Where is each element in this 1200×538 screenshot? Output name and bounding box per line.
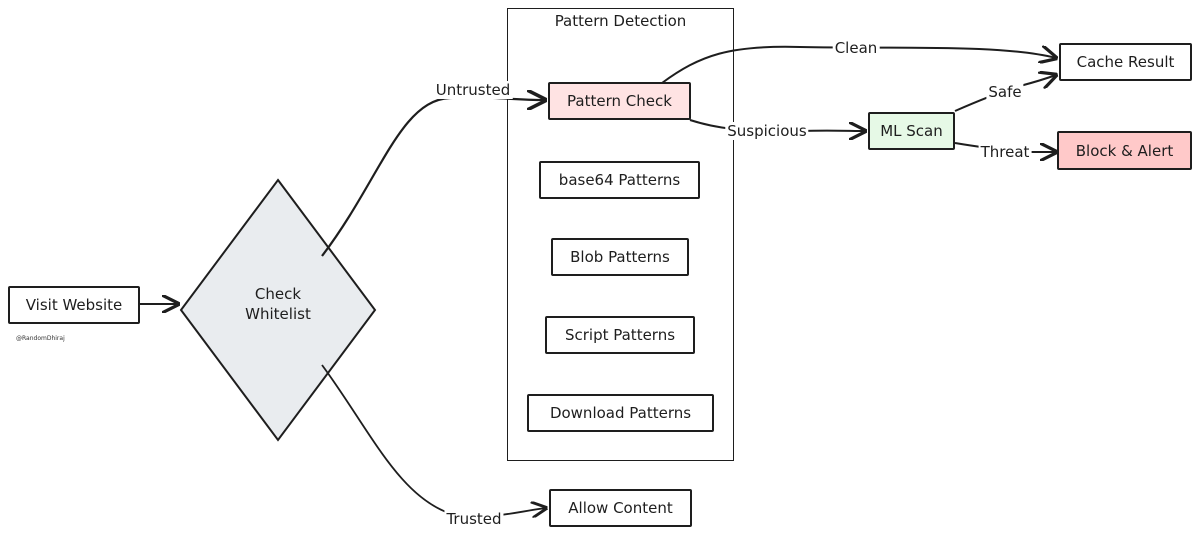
edge-label-threat: Threat [978,143,1032,161]
script-patterns-label: Script Patterns [564,326,676,344]
download-patterns-node[interactable]: Download Patterns [527,394,714,432]
edge-label-untrusted: Untrusted [433,81,513,99]
ml-scan-label: ML Scan [880,122,943,140]
whitelist-diamond[interactable] [179,178,377,442]
base64-patterns-label: base64 Patterns [558,171,681,189]
cache-result-label: Cache Result [1076,53,1175,71]
pattern-check-node[interactable]: Pattern Check [548,82,691,120]
blob-patterns-label: Blob Patterns [570,248,670,266]
pattern-detection-container [507,8,734,461]
cache-result-node[interactable]: Cache Result [1059,43,1192,81]
pattern-detection-title: Pattern Detection [554,12,687,30]
author-credit: @RandomDhiraj [16,335,65,342]
edge-label-trusted: Trusted [444,510,504,528]
ml-scan-node[interactable]: ML Scan [868,112,955,150]
script-patterns-node[interactable]: Script Patterns [545,316,695,354]
whitelist-label-line2: Whitelist [245,305,311,323]
visit-website-node[interactable]: Visit Website [8,286,140,324]
pattern-check-label: Pattern Check [567,92,672,110]
download-patterns-label: Download Patterns [549,404,692,422]
edge-trusted [321,364,546,517]
whitelist-label-line1: Check [254,285,302,303]
block-alert-label: Block & Alert [1075,141,1174,160]
edge-clean [661,47,1056,84]
allow-content-label: Allow Content [568,499,673,517]
base64-patterns-node[interactable]: base64 Patterns [539,161,700,199]
edge-label-clean: Clean [832,39,880,57]
block-alert-node[interactable]: Block & Alert [1057,131,1192,170]
edge-label-safe: Safe [986,83,1024,101]
edge-label-suspicious: Suspicious [725,122,809,140]
allow-content-node[interactable]: Allow Content [549,489,692,527]
blob-patterns-node[interactable]: Blob Patterns [551,238,689,276]
visit-website-label: Visit Website [25,296,123,314]
whitelist-label: Check Whitelist [245,284,311,324]
